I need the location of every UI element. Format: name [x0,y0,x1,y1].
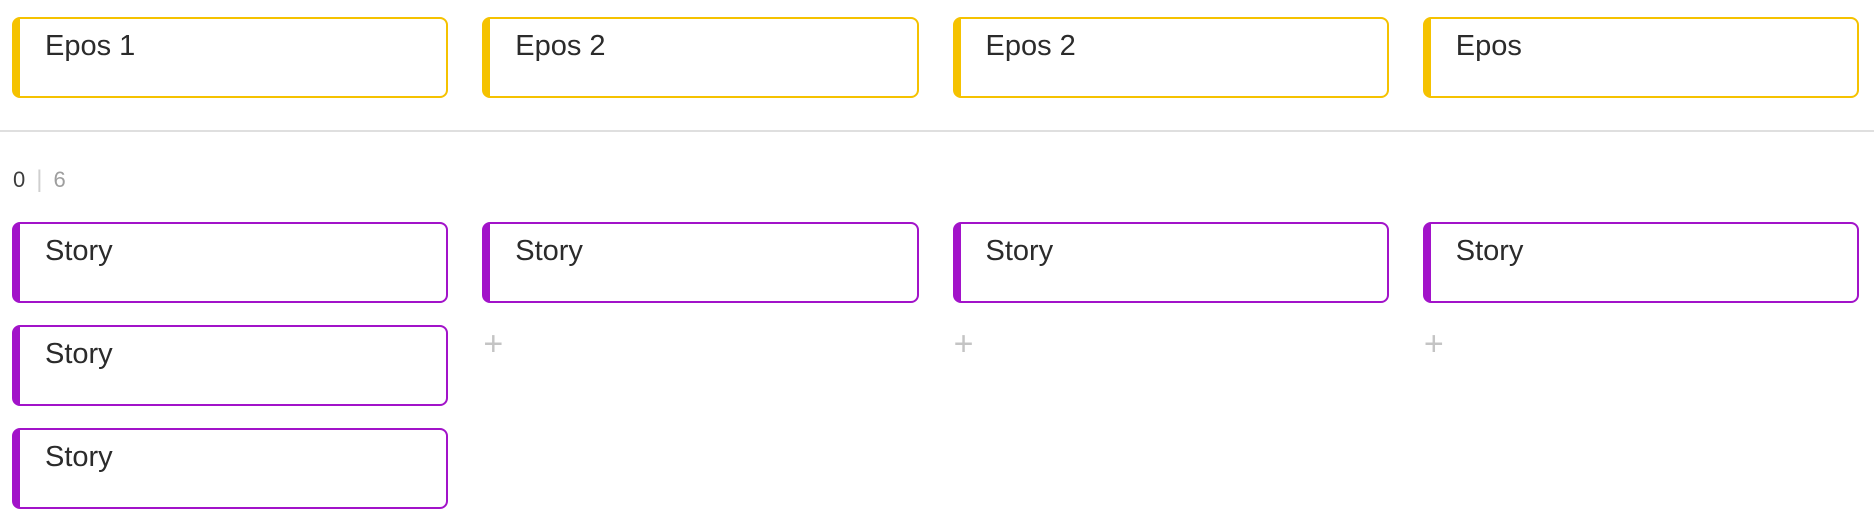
counter-right-value: 6 [53,167,66,192]
add-story-cell: + [953,325,1389,406]
story-card[interactable]: Story [952,222,1389,303]
epic-card[interactable]: Epos 2 [482,17,919,98]
plus-icon: + [953,325,974,363]
epic-card[interactable]: Epos 1 [12,17,449,98]
epic-card[interactable]: Epos [1422,17,1859,98]
counter-separator: | [36,166,43,193]
add-story-button[interactable]: + [479,327,507,361]
story-counter: 0 | 6 [13,166,66,194]
story-card[interactable]: Story [12,222,449,303]
plus-icon: + [1423,325,1444,363]
story-card[interactable]: Story [1422,222,1859,303]
add-story-cell: + [1423,325,1859,406]
add-story-button[interactable]: + [1420,327,1448,361]
story-grid: Story Story Story Story + Story + Story … [12,222,1859,509]
counter-left-value: 0 [13,167,26,192]
section-divider [0,130,1874,132]
add-story-button[interactable]: + [950,327,978,361]
epic-card[interactable]: Epos 2 [952,17,1389,98]
story-card[interactable]: Story [482,222,919,303]
story-card[interactable]: Story [12,428,449,509]
plus-icon: + [483,325,504,363]
epic-row: Epos 1 Epos 2 Epos 2 Epos [12,17,1859,98]
add-story-cell: + [482,325,918,406]
story-card[interactable]: Story [12,325,449,406]
